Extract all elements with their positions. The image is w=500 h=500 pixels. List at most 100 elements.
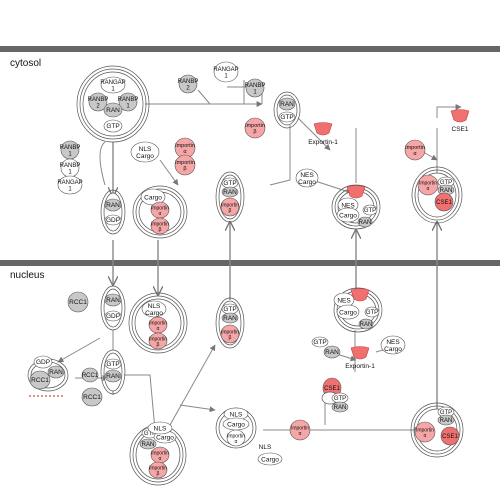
cargo-c3[interactable]: Cargo bbox=[336, 207, 360, 223]
imp-c4-shape bbox=[417, 174, 439, 196]
ran-free[interactable]: RAN bbox=[323, 345, 341, 359]
gtp-nuc[interactable]: GTP bbox=[104, 358, 122, 370]
rangap1-free-label-0: RANGAP bbox=[213, 67, 238, 73]
ran-nuc4[interactable]: RAN bbox=[331, 401, 349, 413]
ran-free-label-0: RAN bbox=[325, 349, 339, 356]
gtp-nuc2[interactable]: GTP bbox=[221, 303, 239, 315]
cargo-nuc2-label-0: Cargo bbox=[227, 421, 245, 428]
cargo-free[interactable]: Cargo bbox=[257, 452, 283, 466]
ran-node-1[interactable]: RAN bbox=[103, 102, 123, 118]
rcc1-nuc2-label-0: RCC1 bbox=[83, 394, 101, 401]
ran-gdp-cyt-gdp[interactable]: GDP bbox=[104, 214, 122, 226]
imp-b-nuc2-shape bbox=[220, 324, 240, 344]
exportin-c3[interactable] bbox=[346, 185, 366, 199]
cargo-nuc[interactable]: Cargo bbox=[336, 304, 360, 320]
ran-cyt[interactable]: RAN bbox=[278, 97, 296, 111]
rcc1-nuc[interactable]: RCC1 bbox=[67, 291, 89, 313]
nes-nuc[interactable]: NES bbox=[333, 292, 355, 308]
gtp-c2[interactable]: GTP bbox=[221, 177, 239, 189]
ran-gdp-cyt[interactable] bbox=[100, 189, 126, 235]
cse1-cyt[interactable]: CSE1 bbox=[450, 109, 470, 134]
rcc1-gef[interactable]: RCC1 bbox=[29, 370, 51, 390]
ranbp1-left2-label-1: 1 bbox=[68, 169, 72, 175]
ran-c3[interactable]: RAN bbox=[357, 216, 373, 228]
gtp-c4-label-0: GTP bbox=[440, 180, 452, 186]
ran-nuc3[interactable]: RAN bbox=[358, 318, 374, 330]
gtp-node-1[interactable]: GTP bbox=[103, 119, 123, 133]
edge-complex-to-nls bbox=[179, 404, 216, 413]
rangap-node-shape bbox=[100, 76, 126, 94]
gdp-rcc1[interactable]: GDP bbox=[33, 355, 53, 369]
cse1-c5[interactable]: CSE1 bbox=[440, 426, 460, 446]
nls-bot[interactable]: NLS bbox=[147, 421, 173, 435]
gtp-nuc4[interactable]: GTP bbox=[331, 392, 349, 404]
rcc1-nuc2[interactable]: RCC1 bbox=[81, 387, 103, 407]
rangap-ranbp-complex-ring-0 bbox=[76, 65, 150, 143]
ran-gdp-nuc-ran[interactable]: RAN bbox=[104, 293, 122, 307]
cse1-cyt-label-0: CSE1 bbox=[452, 126, 469, 133]
cse1-complex-cyt[interactable] bbox=[411, 166, 463, 224]
exportin-nuc[interactable] bbox=[350, 288, 370, 302]
gef-dot bbox=[61, 395, 63, 397]
gtp-free[interactable]: GTP bbox=[311, 336, 329, 348]
gtp-cyt[interactable]: GTP bbox=[278, 111, 296, 123]
ran-nuc[interactable]: RAN bbox=[104, 369, 122, 383]
rcc1-small[interactable]: RCC1 bbox=[81, 367, 99, 383]
ran-bot[interactable]: RAN bbox=[139, 438, 157, 450]
exportin1-nuc[interactable]: Exportin-1 bbox=[345, 346, 375, 371]
ran-gtp-nuc-ring-0 bbox=[100, 349, 126, 395]
ran-nuc2[interactable]: RAN bbox=[221, 312, 239, 324]
ran-gdp-cyt-ran[interactable]: RAN bbox=[104, 198, 122, 212]
ran-imp-b-nuc-ring-0 bbox=[215, 297, 245, 349]
ranbp2-free-shape bbox=[178, 74, 198, 94]
cse1-c4[interactable]: CSE1 bbox=[434, 192, 454, 212]
exportin1-cyt-shape bbox=[313, 122, 333, 136]
rangap1-left-shape bbox=[57, 175, 83, 195]
ranbp2-node-label-1: 2 bbox=[96, 103, 100, 109]
ran-gdp-nuc-gdp[interactable]: GDP bbox=[104, 310, 122, 322]
gtp-c3[interactable]: GTP bbox=[362, 204, 378, 216]
ran-c5[interactable]: RAN bbox=[437, 414, 455, 426]
ran-c2[interactable]: RAN bbox=[221, 186, 239, 198]
ranbp1-node-shape bbox=[118, 92, 138, 112]
nes-cargo-cyt-label-1: Cargo bbox=[298, 179, 316, 186]
gtp-nuc3[interactable]: GTP bbox=[364, 306, 380, 318]
cargo-nuc2[interactable]: Cargo bbox=[222, 417, 250, 431]
ran-gef[interactable]: RAN bbox=[47, 365, 65, 379]
exportin1-cyt[interactable]: Exportin-1 bbox=[308, 122, 338, 147]
ranbp1-left-label-1: 1 bbox=[68, 151, 72, 157]
nls-bot-label-0: NLS bbox=[154, 425, 167, 432]
ran-c3-label-0: RAN bbox=[359, 220, 372, 226]
ran-gdp-nuc[interactable] bbox=[100, 285, 126, 331]
ran-gdp-nuc-ring-0 bbox=[100, 285, 126, 331]
gtp-c3-shape bbox=[362, 204, 378, 216]
